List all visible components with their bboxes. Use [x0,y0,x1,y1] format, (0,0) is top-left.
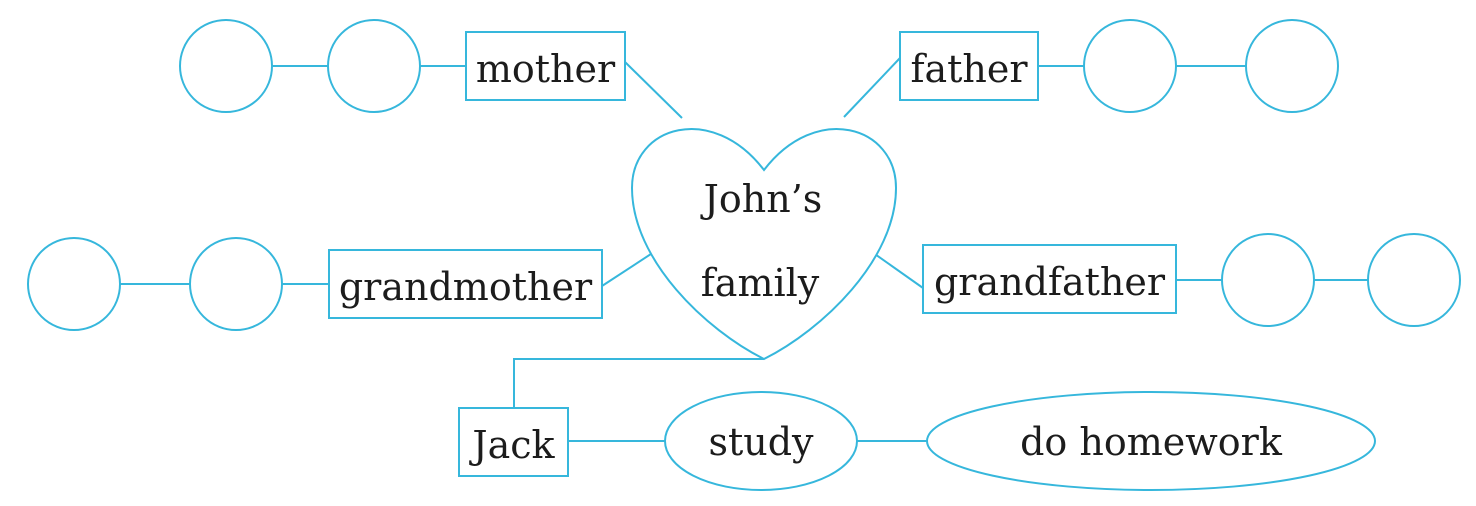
activity-ellipse-study [664,391,858,491]
member-label-grandfather: grandfather [934,260,1166,304]
jack-heart-link [513,358,764,408]
member-label-father: father [910,47,1028,91]
member-box-grandfather [922,244,1177,314]
member-box-jack [458,407,569,477]
father-heart-link [843,57,901,118]
center-label-line2: family [701,261,820,305]
member-label-mother: mother [476,47,616,91]
activity-label-homework: do homework [1020,420,1283,464]
empty-circle [27,237,121,331]
empty-circle [1221,233,1315,327]
member-box-mother [465,31,626,101]
empty-circle [179,19,273,113]
mother-heart-link [624,61,683,119]
member-box-grandmother [328,249,603,319]
center-label-line1: John’s [700,177,823,221]
member-box-father [899,31,1039,101]
member-label-grandmother: grandmother [339,265,593,309]
connectors [120,57,1368,442]
grandmother-heart-link [601,251,655,287]
activity-ellipse-homework [926,391,1376,491]
empty-circle [327,19,421,113]
empty-circle [1083,19,1177,113]
heart-shape [630,128,898,361]
empty-circle [1245,19,1339,113]
member-label-jack: Jack [468,423,555,467]
grandfather-heart-link [871,251,924,289]
empty-circle [189,237,283,331]
empty-circle [1367,233,1461,327]
activity-label-study: study [708,420,814,464]
